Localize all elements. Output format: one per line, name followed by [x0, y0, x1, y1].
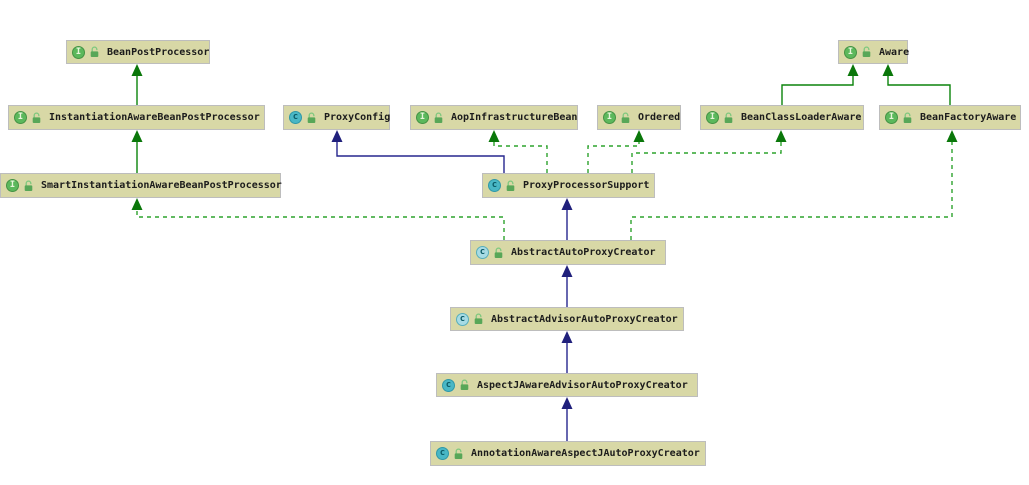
node-label: AnnotationAwareAspectJAutoProxyCreator — [471, 448, 700, 459]
arrowhead-BeanClassLoaderAware-Aware — [847, 64, 859, 76]
node-label: Aware — [879, 46, 910, 58]
edge-AbstractAutoProxyCreator-SmartInstantiationAwareBeanPostProcessor — [136, 208, 505, 240]
arrowhead-AspectJAwareAdvisorAutoProxyCreator-AbstractAdvisorAutoProxyCreator — [561, 331, 573, 343]
interface-icon: I — [706, 111, 719, 124]
node-label: InstantiationAwareBeanPostProcessor — [49, 112, 260, 123]
lock-icon — [861, 46, 872, 58]
node-AbstractAutoProxyCreator[interactable]: c AbstractAutoProxyCreator — [470, 240, 666, 265]
lock-icon — [493, 247, 504, 259]
interface-icon: I — [416, 111, 429, 124]
node-BeanPostProcessor[interactable]: I BeanPostProcessor — [66, 40, 210, 64]
abstract-class-icon: c — [456, 312, 469, 326]
arrowhead-AnnotationAwareAspectJAutoProxyCreator-AspectJAwareAdvisorAutoProxyCreator — [561, 397, 573, 409]
arrowhead-SmartInstantiationAwareBeanPostProcessor-InstantiationAwareBeanPostProcessor — [131, 130, 143, 142]
arrowhead-BeanFactoryAware-Aware — [882, 64, 894, 76]
lock-icon — [89, 46, 100, 58]
node-InstantiationAwareBeanPostProcessor[interactable]: I InstantiationAwareBeanPostProcessor — [8, 105, 265, 130]
node-label: BeanClassLoaderAware — [741, 112, 862, 123]
edge-ProxyProcessorSupport-ProxyConfig — [336, 140, 505, 173]
arrowhead-AbstractAutoProxyCreator-ProxyProcessorSupport — [561, 198, 573, 210]
node-label: AbstractAdvisorAutoProxyCreator — [491, 313, 678, 325]
lock-icon — [459, 379, 470, 391]
interface-icon: I — [844, 45, 857, 59]
node-label: BeanFactoryAware — [920, 112, 1017, 123]
arrowhead-InstantiationAwareBeanPostProcessor-BeanPostProcessor — [131, 64, 143, 76]
interface-icon: I — [72, 45, 85, 59]
abstract-class-icon: c — [476, 246, 489, 259]
node-label: Ordered — [638, 112, 681, 123]
lock-icon — [723, 112, 734, 124]
node-BeanFactoryAware[interactable]: I BeanFactoryAware — [879, 105, 1021, 130]
node-AspectJAwareAdvisorAutoProxyCreator[interactable]: c AspectJAwareAdvisorAutoProxyCreator — [436, 373, 698, 397]
class-icon: c — [436, 447, 449, 460]
node-BeanClassLoaderAware[interactable]: I BeanClassLoaderAware — [700, 105, 864, 130]
node-AnnotationAwareAspectJAutoProxyCreator[interactable]: c AnnotationAwareAspectJAutoProxyCreator — [430, 441, 706, 466]
node-SmartInstantiationAwareBeanPostProcessor[interactable]: I SmartInstantiationAwareBeanPostProcess… — [0, 173, 282, 198]
lock-icon — [306, 112, 317, 124]
interface-icon: I — [6, 179, 19, 192]
interface-icon: I — [14, 111, 27, 124]
arrowhead-ProxyProcessorSupport-BeanClassLoaderAware — [775, 130, 787, 142]
node-Ordered[interactable]: I Ordered — [597, 105, 681, 130]
lock-icon — [433, 112, 444, 124]
lock-icon — [31, 112, 42, 124]
arrowhead-AbstractAdvisorAutoProxyCreator-AbstractAutoProxyCreator — [561, 265, 573, 277]
class-icon: c — [488, 179, 501, 192]
node-label: AspectJAwareAdvisorAutoProxyCreator — [477, 379, 688, 391]
node-ProxyConfig[interactable]: c ProxyConfig — [283, 105, 390, 130]
interface-icon: I — [885, 111, 898, 124]
node-label: BeanPostProcessor — [107, 46, 210, 58]
arrowhead-ProxyProcessorSupport-ProxyConfig — [331, 130, 343, 142]
arrowhead-ProxyProcessorSupport-Ordered — [633, 130, 645, 142]
class-icon: c — [289, 111, 302, 124]
edge-ProxyProcessorSupport-BeanClassLoaderAware — [631, 140, 782, 173]
node-label: SmartInstantiationAwareBeanPostProcessor — [41, 180, 282, 191]
lock-icon — [473, 313, 484, 325]
arrowhead-AbstractAutoProxyCreator-SmartInstantiationAwareBeanPostProcessor — [131, 198, 143, 210]
lock-icon — [505, 180, 516, 192]
lock-icon — [23, 180, 34, 192]
node-label: ProxyProcessorSupport — [523, 180, 650, 191]
edge-AbstractAutoProxyCreator-BeanFactoryAware — [630, 140, 953, 240]
node-ProxyProcessorSupport[interactable]: c ProxyProcessorSupport — [482, 173, 655, 198]
node-Aware[interactable]: I Aware — [838, 40, 910, 64]
edge-BeanFactoryAware-Aware — [887, 74, 951, 105]
node-label: AopInfrastructureBean — [451, 112, 578, 123]
edge-BeanClassLoaderAware-Aware — [781, 74, 854, 105]
lock-icon — [902, 112, 913, 124]
arrowhead-ProxyProcessorSupport-AopInfrastructureBean — [488, 130, 500, 142]
node-label: AbstractAutoProxyCreator — [511, 247, 656, 258]
edge-ProxyProcessorSupport-AopInfrastructureBean — [493, 140, 548, 173]
lock-icon — [620, 112, 631, 124]
class-icon: c — [442, 378, 455, 392]
node-AopInfrastructureBean[interactable]: I AopInfrastructureBean — [410, 105, 578, 130]
node-AbstractAdvisorAutoProxyCreator[interactable]: c AbstractAdvisorAutoProxyCreator — [450, 307, 684, 331]
lock-icon — [453, 448, 464, 460]
node-label: ProxyConfig — [324, 112, 391, 123]
interface-icon: I — [603, 111, 616, 124]
edge-ProxyProcessorSupport-Ordered — [587, 140, 640, 173]
arrowhead-AbstractAutoProxyCreator-BeanFactoryAware — [946, 130, 958, 142]
